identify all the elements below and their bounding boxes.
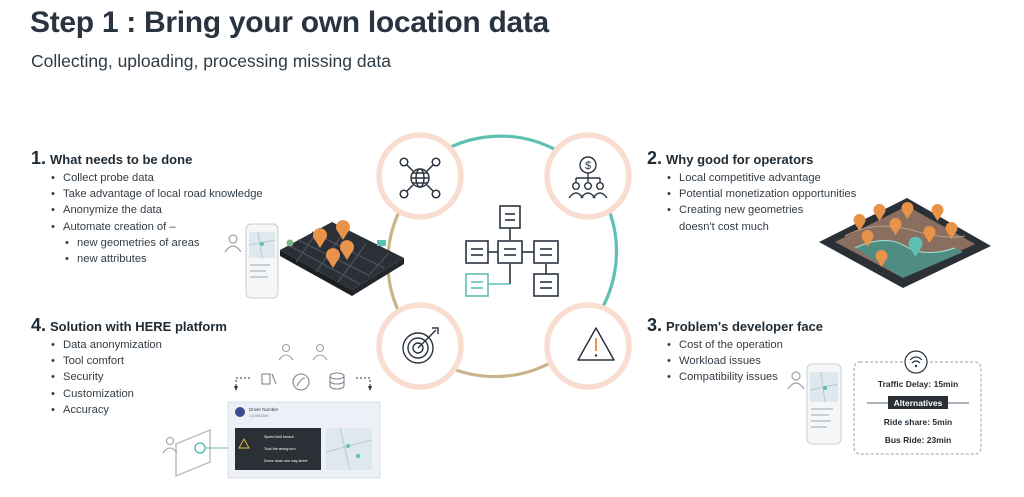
list-item: Collect probe data bbox=[49, 170, 263, 186]
target-icon bbox=[402, 327, 439, 364]
section-heading: Why good for operators bbox=[666, 152, 814, 167]
avatar bbox=[235, 407, 245, 417]
list-item: Workload issues bbox=[665, 353, 823, 369]
bus-ride-text: Bus Ride: 23min bbox=[885, 435, 952, 445]
traffic-delay-text: Traffic Delay: 15min bbox=[878, 379, 958, 389]
list-item: Tool comfort bbox=[49, 353, 227, 369]
node-dollar-people: $ bbox=[544, 132, 632, 220]
section-heading: Problem's developer face bbox=[666, 319, 824, 334]
phone-icon bbox=[806, 363, 842, 445]
list-item-continuation: doesn't cost much bbox=[679, 220, 769, 233]
user-icon bbox=[224, 234, 242, 253]
list-subitem: new geometries of areas bbox=[49, 235, 263, 251]
map-illustration-left bbox=[224, 220, 404, 299]
map-pin-icon bbox=[313, 220, 354, 268]
list-item: Data anonymization bbox=[49, 337, 227, 353]
node-target bbox=[376, 302, 464, 390]
section-heading: Solution with HERE platform bbox=[50, 319, 227, 334]
user-icon bbox=[278, 343, 294, 361]
mini-map bbox=[326, 428, 372, 470]
list-item: Anonymize the data bbox=[49, 202, 263, 218]
list-item: Creating new geometries bbox=[665, 202, 856, 218]
list-item: Compatibility issues bbox=[665, 369, 823, 385]
section-number: 3. bbox=[647, 315, 663, 335]
list-item: Local competitive advantage bbox=[665, 170, 856, 186]
terrain-map-illustration bbox=[819, 198, 991, 288]
section-number: 1. bbox=[31, 148, 47, 168]
alert-line: Speed limit breach bbox=[264, 435, 294, 439]
card-subtitle: 1234567890 bbox=[249, 414, 269, 418]
list-item: Accuracy bbox=[49, 402, 227, 418]
laptop-icon bbox=[175, 428, 211, 478]
dashboard-illustration: Driver Number 1234567890 Speed limit bre… bbox=[162, 343, 381, 479]
card-title: Driver Number bbox=[249, 407, 279, 412]
section-number: 4. bbox=[31, 315, 47, 335]
traffic-illustration: Traffic Delay: 15min Alternatives Ride s… bbox=[787, 350, 982, 455]
user-icon bbox=[312, 343, 328, 361]
user-icon bbox=[162, 436, 178, 454]
section-heading: What needs to be done bbox=[50, 152, 193, 167]
page-title: Step 1 : Bring your own location data bbox=[30, 6, 549, 39]
list-item: Cost of the operation bbox=[665, 337, 823, 353]
alert-panel bbox=[235, 428, 321, 470]
ride-share-text: Ride share: 5min bbox=[884, 417, 953, 427]
isometric-map-dark bbox=[280, 220, 404, 296]
list-item: Security bbox=[49, 369, 227, 385]
list-subitem: new attributes bbox=[49, 251, 263, 267]
map-pin-icon bbox=[853, 202, 958, 267]
alert-line: Took the wrong turn bbox=[264, 447, 296, 451]
list-item: Potential monetization opportunities bbox=[665, 186, 856, 202]
warning-triangle-icon bbox=[577, 327, 615, 361]
section-number: 2. bbox=[647, 148, 663, 168]
warning-triangle-icon bbox=[238, 438, 250, 449]
wifi-icon bbox=[904, 350, 928, 374]
flowchart-icon bbox=[465, 205, 559, 297]
alternatives-badge bbox=[888, 396, 948, 409]
central-cycle-diagram: $ bbox=[376, 132, 632, 390]
alert-line: Drove down one way street bbox=[264, 459, 308, 463]
section-why-good: 2. Why good for operators Local competit… bbox=[647, 148, 856, 235]
section-problems: 3. Problem's developer face Cost of the … bbox=[647, 315, 823, 386]
section-solution: 4. Solution with HERE platform Data anon… bbox=[31, 315, 227, 418]
flag-marker bbox=[377, 240, 386, 246]
list-item: Take advantage of local road knowledge bbox=[49, 186, 263, 202]
phone-icon bbox=[245, 223, 279, 299]
page-subtitle: Collecting, uploading, processing missin… bbox=[31, 51, 391, 71]
list-item: Automate creation of – bbox=[49, 219, 263, 235]
ring-arc-right bbox=[594, 202, 619, 319]
alternatives-label: Alternatives bbox=[894, 398, 943, 408]
route-icon bbox=[292, 373, 310, 391]
node-network-globe bbox=[376, 132, 464, 220]
network-globe-icon bbox=[399, 157, 441, 199]
list-item: Customization bbox=[49, 386, 227, 402]
tools-icon bbox=[261, 373, 277, 385]
section-what-needs-done: 1. What needs to be done Collect probe d… bbox=[31, 148, 263, 267]
database-icon bbox=[329, 372, 345, 390]
user-icon bbox=[787, 371, 805, 390]
dollar-people-icon: $ bbox=[568, 156, 608, 199]
location-marker bbox=[286, 239, 294, 247]
node-warning bbox=[544, 302, 632, 390]
svg-text:$: $ bbox=[585, 160, 591, 172]
